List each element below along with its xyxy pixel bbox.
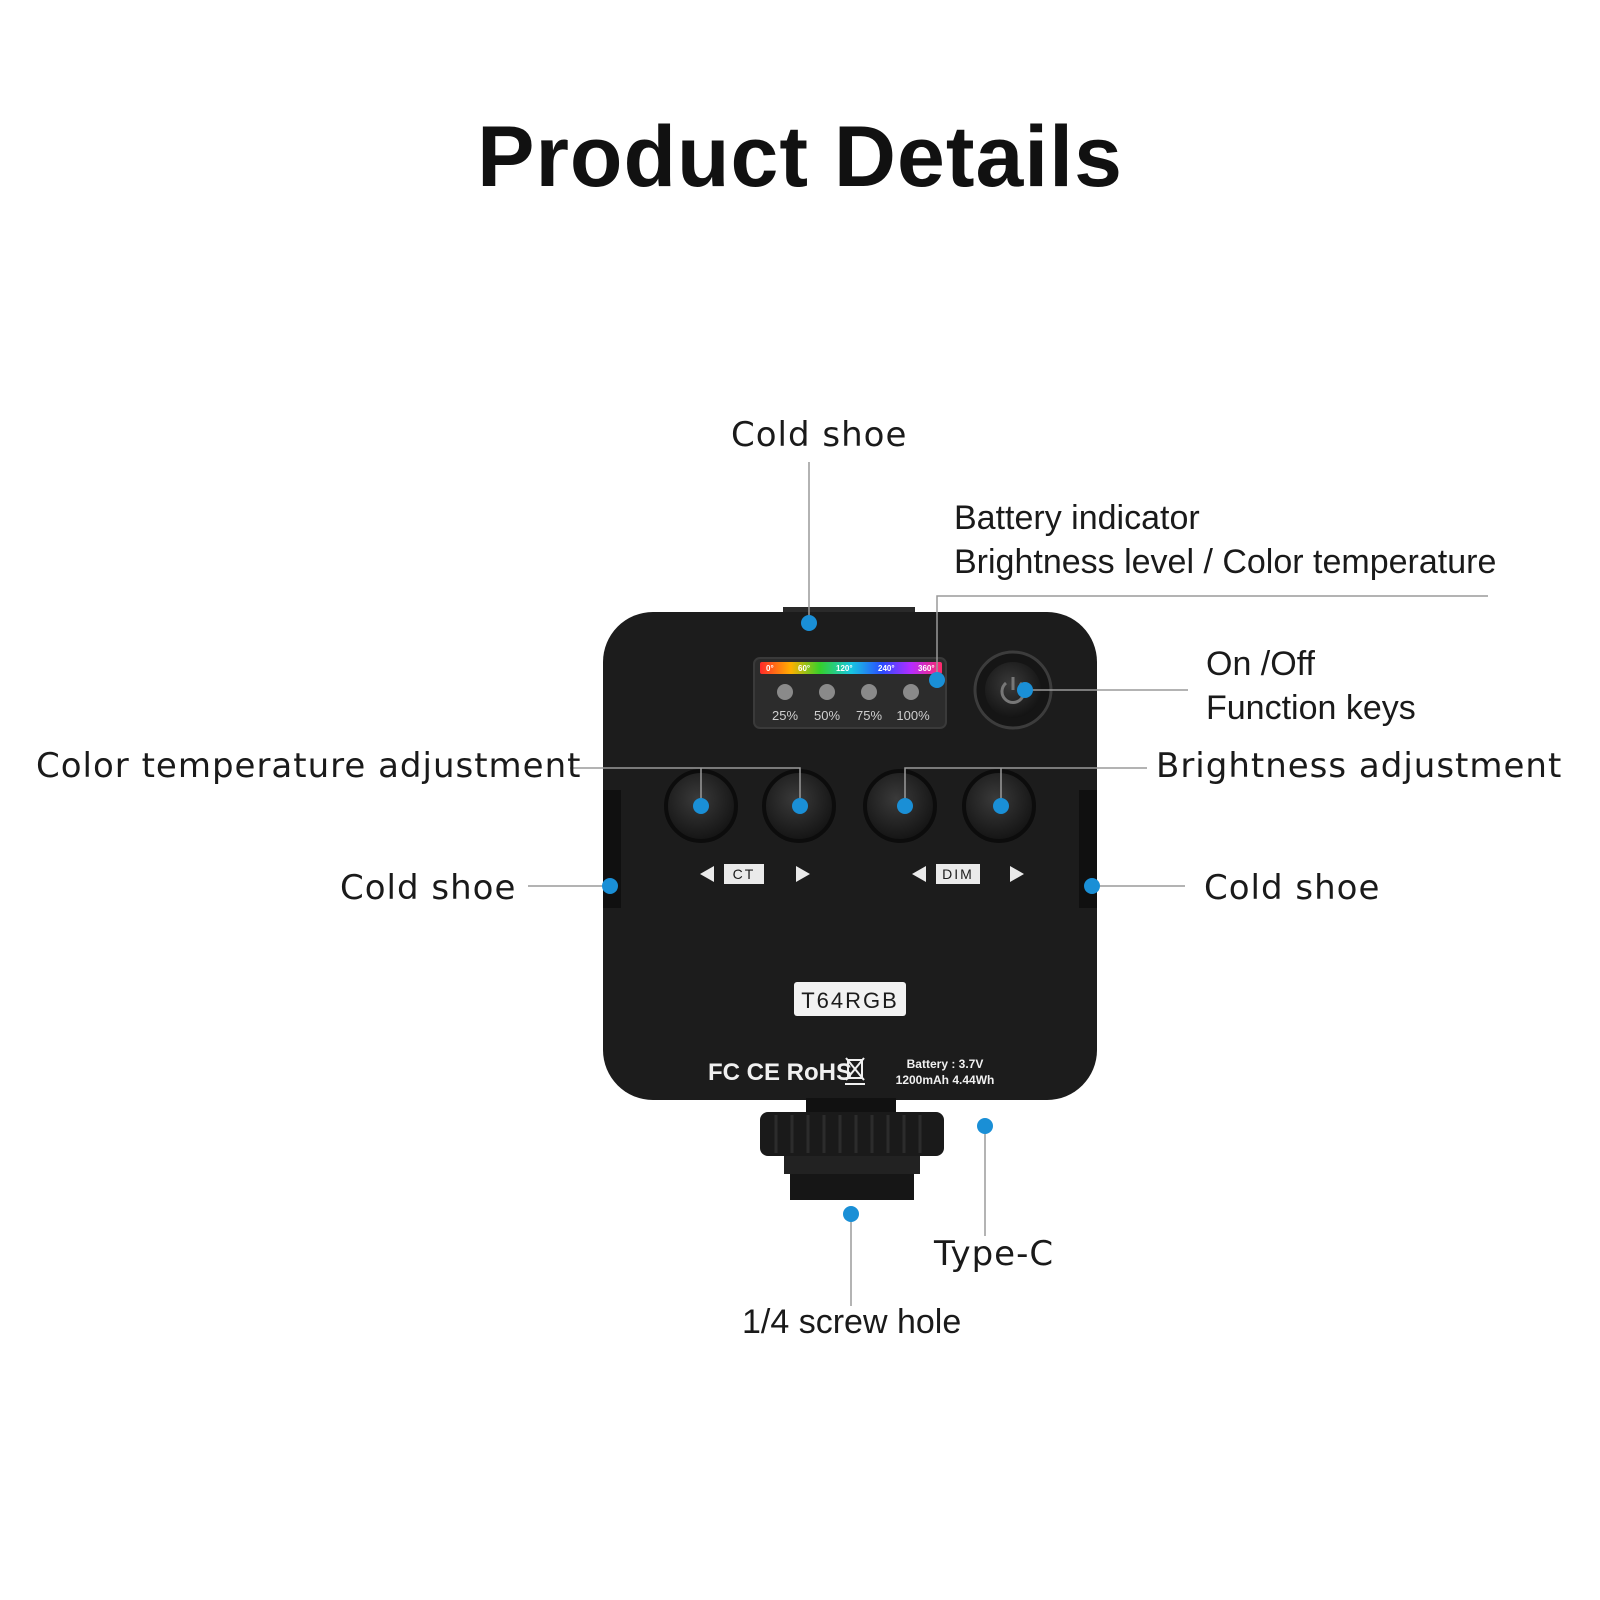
led-100 (903, 684, 919, 700)
battery-spec-line2: 1200mAh 4.44Wh (896, 1073, 995, 1087)
certification-marks: FC CE RoHS (708, 1059, 852, 1086)
hue-label-360: 360° (918, 664, 935, 673)
level-labels: 25% 50% 75% 100% (772, 708, 930, 723)
ct-left-arrow-icon (700, 866, 714, 882)
label-function-keys: Function keys (1206, 689, 1416, 727)
mount-knob (760, 1112, 944, 1156)
level-label-100: 100% (896, 708, 930, 723)
hue-label-240: 240° (878, 664, 895, 673)
level-label-25: 25% (772, 708, 798, 723)
mount-neck (806, 1098, 896, 1114)
mount-collar (784, 1156, 920, 1174)
weee-bin-icon (845, 1057, 865, 1085)
ct-label-box (724, 864, 764, 884)
model-badge (794, 982, 906, 1016)
dot-battery-indicator (929, 672, 945, 688)
dot-dim-right (993, 798, 1009, 814)
leader-brightness (904, 767, 1147, 806)
dot-ct-left (693, 798, 709, 814)
level-leds (777, 684, 919, 700)
ct-label: CT (733, 866, 756, 882)
dot-cold-shoe-right (1084, 878, 1100, 894)
label-cold-shoe-right: Cold shoe (1204, 868, 1381, 908)
label-type-c: Type-C (934, 1234, 1055, 1274)
led-75 (861, 684, 877, 700)
leader-battery-indicator (936, 595, 1488, 680)
leader-color-temp (570, 767, 801, 806)
label-cold-shoe-left: Cold shoe (340, 868, 517, 908)
leader-lines (528, 462, 1488, 1306)
mount-knob-ridges (774, 1115, 922, 1153)
dim-label: DIM (942, 866, 974, 882)
ct-right-arrow-icon (796, 866, 810, 882)
hue-label-120: 120° (836, 664, 853, 673)
level-label-50: 50% (814, 708, 840, 723)
level-label-75: 75% (856, 708, 882, 723)
label-battery-indicator: Battery indicator (954, 499, 1200, 537)
label-brightness-color-temp: Brightness level / Color temperature (954, 543, 1497, 581)
label-on-off: On /Off (1206, 645, 1315, 683)
label-brightness-adjustment: Brightness adjustment (1156, 746, 1563, 786)
label-cold-shoe-top: Cold shoe (731, 415, 908, 455)
page-title: Product Details (477, 109, 1123, 205)
dot-cold-shoe-top (801, 615, 817, 631)
label-color-temp-adjustment: Color temperature adjustment (36, 746, 582, 786)
device-body (603, 612, 1097, 1100)
mount-foot (790, 1174, 914, 1200)
hue-label-0: 0° (766, 664, 774, 673)
dot-cold-shoe-left (602, 878, 618, 894)
battery-spec-line1: Battery : 3.7V (907, 1057, 984, 1071)
model-name: T64RGB (801, 988, 899, 1013)
indicator-panel (753, 657, 947, 729)
dot-on-off (1017, 682, 1033, 698)
hue-scale-bar (760, 662, 942, 674)
dot-dim-left (897, 798, 913, 814)
dim-left-arrow-icon (912, 866, 926, 882)
hue-label-60: 60° (798, 664, 810, 673)
label-screw-hole: 1/4 screw hole (742, 1303, 962, 1341)
dot-type-c (977, 1118, 993, 1134)
dim-right-arrow-icon (1010, 866, 1024, 882)
dot-ct-right (792, 798, 808, 814)
led-25 (777, 684, 793, 700)
dot-screw-hole (843, 1206, 859, 1222)
dim-label-box (936, 864, 980, 884)
led-50 (819, 684, 835, 700)
callout-dots (602, 615, 1100, 1222)
hue-scale-labels: 0° 60° 120° 240° 360° (766, 664, 935, 673)
